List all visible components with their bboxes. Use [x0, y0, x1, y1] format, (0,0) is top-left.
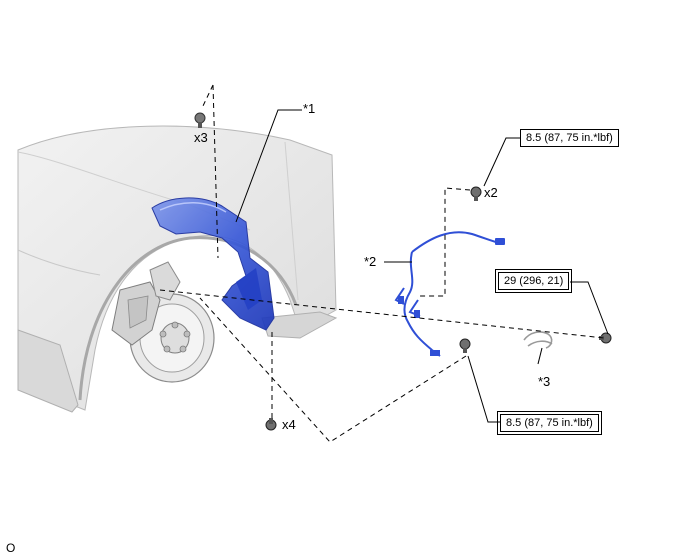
- fender-liner: [151, 197, 275, 331]
- clip-icon: [194, 112, 206, 128]
- vehicle-body: [17, 125, 338, 413]
- callout-part-1: *1: [303, 101, 316, 116]
- bolt-middle-icon: [459, 338, 471, 353]
- torque-spec-hub-nut: 29 (296, 21): [494, 269, 573, 293]
- harness-clips: [398, 238, 505, 356]
- brake-rotor-assembly: [111, 261, 215, 383]
- speed-sensor-harness: [394, 231, 505, 357]
- torque-spec-bottom: 8.5 (87, 75 in.*lbf): [497, 411, 602, 435]
- bolt-bottom-icon: [265, 418, 277, 431]
- callout-leaders: [235, 109, 609, 423]
- callout-part-3: *3: [538, 374, 551, 389]
- assembly-guide-lines: [159, 84, 605, 443]
- clamp-part: [523, 331, 553, 349]
- bolt-top-icon: [470, 186, 482, 201]
- figure-code: O: [6, 541, 16, 555]
- top-bolt-quantity-label: x2: [484, 185, 498, 200]
- torque-spec-top: 8.5 (87, 75 in.*lbf): [520, 129, 619, 147]
- clip-quantity-label: x3: [194, 130, 208, 145]
- bottom-bolt-quantity-label: x4: [282, 417, 296, 432]
- callout-part-2: *2: [364, 254, 377, 269]
